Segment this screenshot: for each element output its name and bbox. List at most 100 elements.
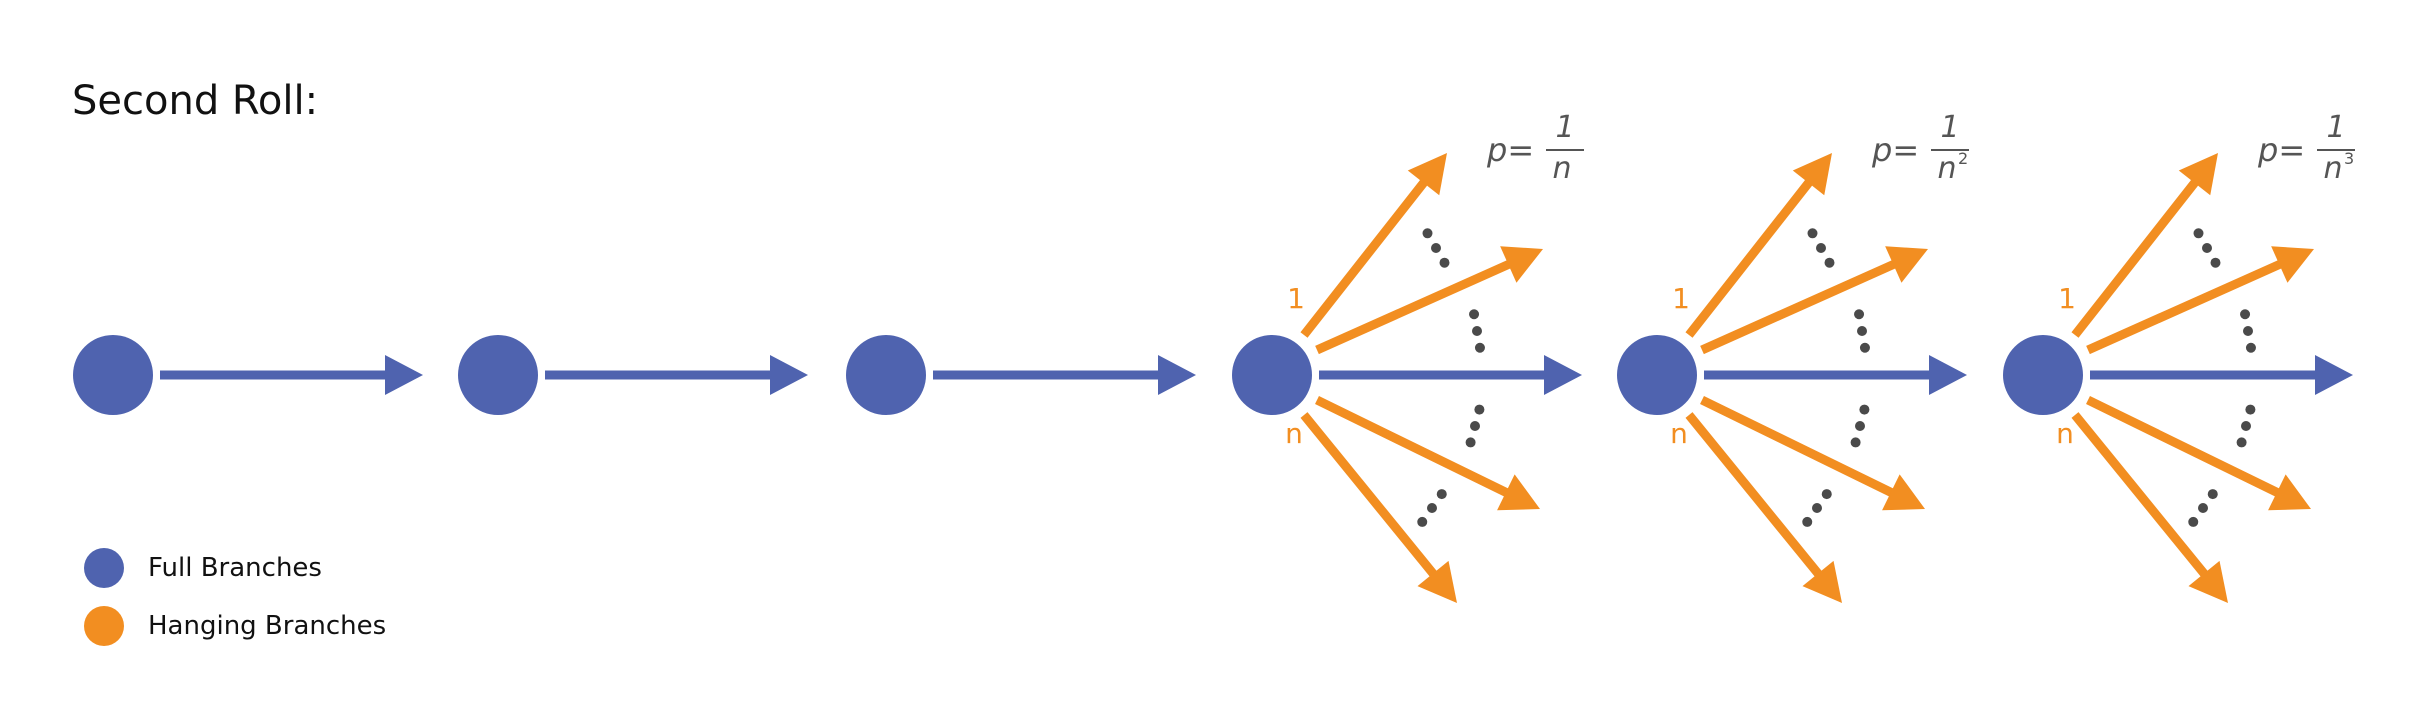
full-branch-arrow-head [770,355,808,395]
ellipsis-dots-dot [1465,437,1476,448]
hanging-branch-arrow [1300,153,1447,338]
hanging-branch-arrow-shaft [2086,395,2281,498]
hanging-branch-arrow-shaft [1700,395,1895,498]
ellipsis-dots [2193,228,2221,268]
ellipsis-dots-dot [1422,228,1433,239]
hanging-branch-arrow-shaft [1315,395,1510,498]
full-branch-arrow [1319,355,1582,395]
ellipsis-dots-dot [2236,437,2247,448]
probability-denominator: n [1937,151,1956,186]
hanging-branch-arrow-shaft [1685,412,1823,578]
hanging-branch-arrow [2086,395,2311,511]
branch-label-first: 1 [1672,282,1690,315]
full-branch-arrow-head [1544,355,1582,395]
ellipsis-dots-dot [2240,309,2251,320]
full-branch-node [1232,335,1312,415]
hanging-branch-arrow-head [1802,560,1842,603]
hanging-branch-arrow-head [2271,246,2314,283]
probability-denominator: n [2323,151,2342,186]
ellipsis-dots-dot [1802,516,1813,527]
legend-swatch-full [84,548,124,588]
ellipsis-dots [1807,228,1835,268]
branch-label-last: n [2056,417,2074,450]
ellipsis-dots-dot [1469,309,1480,320]
hanging-branch-arrow-shaft [1315,259,1512,355]
ellipsis-dots-dot [2188,516,2199,527]
hanging-branch-arrow [1300,412,1457,603]
ellipsis-dots-dot [1859,404,1870,415]
probability-numerator: 1 [2326,110,2345,145]
hanging-branch-arrow-head [1407,153,1447,196]
full-branch-arrow [1704,355,1967,395]
hanging-branch-arrow-head [2178,153,2218,196]
full-branch-arrow [933,355,1196,395]
full-branch-arrow-head [1158,355,1196,395]
ellipsis-dots-dot [1812,503,1822,513]
ellipsis-dots-dot [1816,243,1826,253]
hanging-branch-arrow-head [1417,560,1457,603]
ellipsis-dots [1465,404,1485,448]
probability-prefix: p= [1871,131,1919,169]
full-branch-node [2003,335,2083,415]
full-branch-arrow-head [2315,355,2353,395]
ellipsis-dots-dot [1857,326,1867,336]
ellipsis-dots-dot [2210,257,2221,268]
hanging-branch-arrow [1700,246,1928,355]
probability-exponent: 2 [1958,149,1968,168]
hanging-branch-arrow-shaft [1700,259,1897,355]
full-branch-node [846,335,926,415]
ellipsis-dots-dot [1417,516,1428,527]
hanging-branch-arrow-head [1500,246,1543,283]
ellipsis-dots-dot [1427,503,1437,513]
ellipsis-dots [1854,309,1870,353]
probability-prefix: p= [2257,131,2305,169]
hanging-branch-arrow [1315,246,1543,355]
full-branch-node [458,335,538,415]
hanging-branch-arrow-shaft [2071,412,2209,578]
ellipsis-dots [2240,309,2256,353]
ellipsis-dots [1417,489,1447,527]
hanging-branch-fan: 1np=1n [1285,110,1584,603]
ellipsis-dots-dot [1470,421,1480,431]
hanging-branch-arrow [2086,246,2314,355]
ellipsis-dots-dot [1855,421,1865,431]
full-branch-node [73,335,153,415]
probability-formula: p=1n [1486,110,1584,186]
diagram-title: Second Roll: [72,78,319,124]
hanging-branch-arrow-head [1497,474,1540,511]
full-branch-arrow-head [1929,355,1967,395]
ellipsis-dots-dot [1859,342,1870,353]
branch-label-first: 1 [1287,282,1305,315]
probability-numerator: 1 [1940,110,1959,145]
hanging-branch-arrow-shaft [1300,178,1429,338]
ellipsis-dots-dot [2241,421,2251,431]
ellipsis-dots-dot [1824,257,1835,268]
full-branch-arrow [160,355,423,395]
probability-exponent: 3 [2344,149,2354,168]
probability-numerator: 1 [1555,110,1574,145]
hanging-branch-arrow [1685,153,1832,338]
hanging-branch-arrow-head [1885,246,1928,283]
hanging-branch-arrow-head [1792,153,1832,196]
ellipsis-dots-dot [2243,326,2253,336]
hanging-branch-arrow-shaft [1685,178,1814,338]
legend-item-full: Full Branches [84,548,322,588]
ellipsis-dots-dot [2198,503,2208,513]
ellipsis-dots-dot [2193,228,2204,239]
ellipsis-dots-dot [1850,437,1861,448]
legend-swatch-hanging [84,606,124,646]
hanging-branch-arrow [1700,395,1925,511]
full-branch-arrow [2090,355,2353,395]
ellipsis-dots-dot [2207,489,2218,500]
ellipsis-dots-dot [1807,228,1818,239]
full-branch-arrow [545,355,808,395]
legend-label-full: Full Branches [148,553,322,583]
full-branch-node [1617,335,1697,415]
hanging-branch-arrow-shaft [2086,259,2283,355]
ellipsis-dots-dot [1474,404,1485,415]
hanging-branch-arrow-head [2268,474,2311,511]
hanging-branch-arrow [1315,395,1540,511]
ellipsis-dots-dot [1431,243,1441,253]
